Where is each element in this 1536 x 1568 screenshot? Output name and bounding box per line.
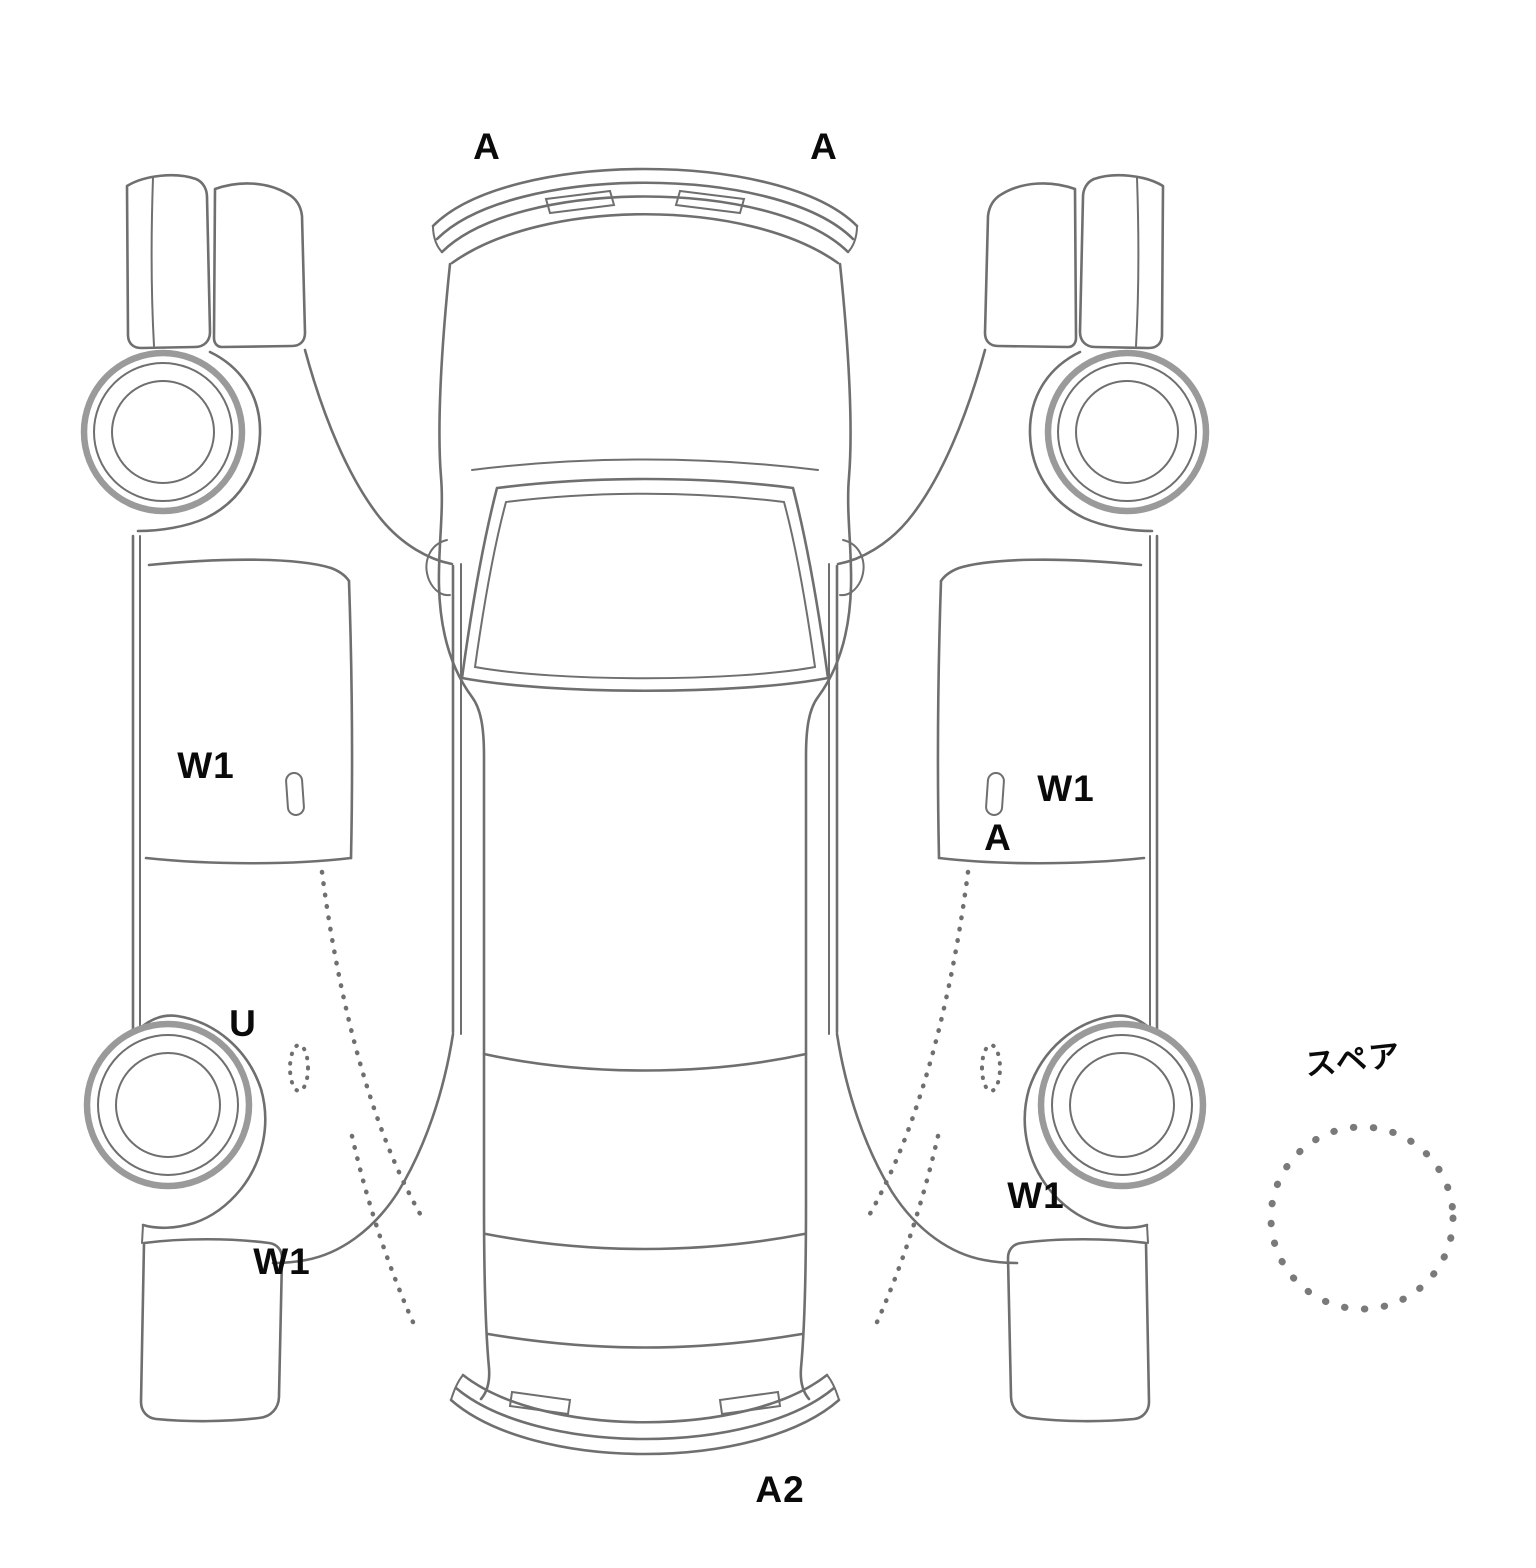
- door-beltline: [147, 558, 351, 583]
- rear-wheel: [83, 1020, 253, 1190]
- front-bumper: [431, 167, 859, 265]
- spare-tire-dotted-circle: [1267, 1123, 1457, 1313]
- rear-bumper: [449, 1373, 841, 1456]
- mirror-left: [425, 539, 451, 597]
- door-handle: [285, 772, 305, 816]
- fuel-door-dotted: [288, 1043, 310, 1093]
- front-wheel: [80, 349, 246, 515]
- damage-marker-w1-left-front-door: W1: [177, 745, 235, 786]
- side-hood: [212, 182, 307, 349]
- side-rear-bumper: [139, 1237, 284, 1423]
- body-side-left: [437, 262, 491, 1401]
- headlight-left: [544, 189, 616, 215]
- damage-marker-w1-right-front-door: W1: [1037, 768, 1095, 809]
- top-view-car: [425, 167, 865, 1456]
- side-view-right-car: [829, 175, 1206, 1421]
- headlight-right: [674, 189, 746, 215]
- windshield: [460, 477, 830, 693]
- body-side-right: [799, 262, 853, 1401]
- damage-marker-a-front-bumper-left: A: [473, 126, 501, 167]
- side-front-bumper: [125, 173, 212, 350]
- damage-marker-a-front-bumper-right: A: [810, 126, 838, 167]
- side-view-left-car: [80, 173, 462, 1423]
- damage-marker-u-left-rear-quarter: U: [229, 1003, 257, 1044]
- damage-marker-a2-rear-bumper: A2: [755, 1469, 805, 1510]
- damage-marker-w1-left-rear-quarter: W1: [253, 1241, 311, 1282]
- damage-marker-a-right-door: A: [984, 817, 1012, 858]
- mirror-right: [839, 539, 865, 597]
- damage-marker-w1-right-rear-quarter: W1: [1007, 1175, 1065, 1216]
